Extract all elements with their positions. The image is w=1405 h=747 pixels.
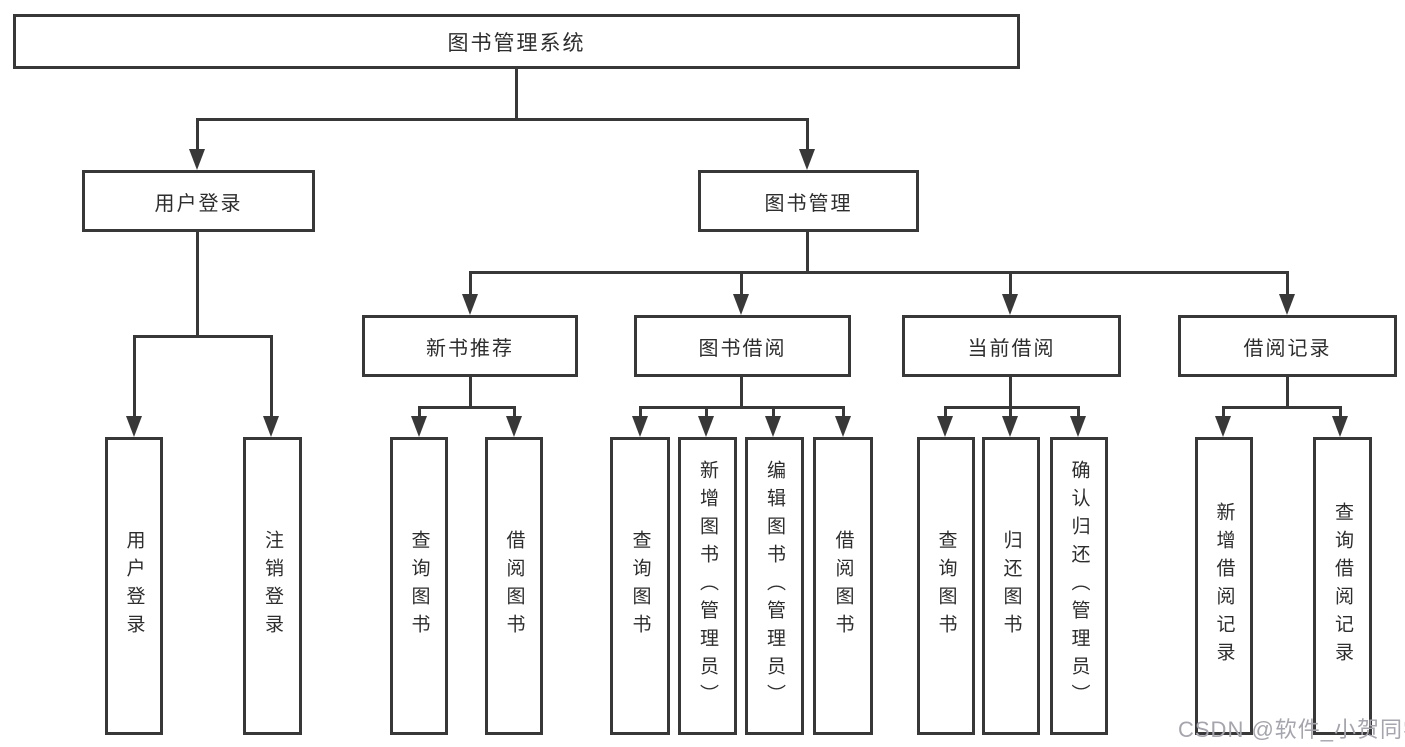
connector-to-leaf	[842, 406, 845, 419]
connector-book-borrow-branch	[639, 406, 845, 409]
connector-book-mgmt-drop	[806, 230, 809, 274]
connector-root-branch	[196, 118, 809, 121]
connector-to-user-login	[196, 118, 199, 154]
connector-to-new-book	[469, 271, 472, 297]
connector-to-book-borrow	[740, 271, 743, 297]
node-user-login: 用户登录	[82, 170, 315, 232]
node-label: 用户登录	[154, 192, 243, 215]
down-arrowhead	[799, 149, 815, 170]
node-label: 图书借阅	[698, 337, 787, 360]
leaf-label: 新增借阅记录	[1213, 502, 1235, 670]
leaf-confirm-return-admin: 确认归还（管理员）	[1050, 437, 1108, 735]
leaf-logout: 注销登录	[243, 437, 302, 735]
connector-to-leaf	[1339, 406, 1342, 419]
down-arrowhead	[937, 416, 953, 437]
connector-to-leaf	[1222, 406, 1225, 419]
connector-to-leaf	[1009, 406, 1012, 419]
leaf-user-login: 用户登录	[105, 437, 163, 735]
leaf-query-books: 查询图书	[917, 437, 975, 735]
leaf-query-borrow-records: 查询借阅记录	[1313, 437, 1372, 735]
connector-root-drop	[515, 66, 518, 118]
node-new-book-recommendation: 新书推荐	[362, 315, 578, 377]
connector-to-leaf	[133, 335, 136, 418]
connector-to-leaf	[772, 406, 775, 419]
connector-book-borrow-drop	[740, 375, 743, 409]
leaf-label: 查询图书	[629, 530, 651, 642]
leaf-query-books: 查询图书	[390, 437, 448, 735]
leaf-borrow-books: 借阅图书	[813, 437, 873, 735]
node-label: 图书管理系统	[447, 31, 586, 55]
down-arrowhead	[835, 416, 851, 437]
leaf-label: 编辑图书（管理员）	[764, 460, 785, 712]
csdn-watermark: CSDN @软件_小贺同学	[1178, 717, 1405, 742]
connector-to-leaf	[705, 406, 708, 419]
connector-to-leaf	[639, 406, 642, 419]
node-label: 图书管理	[764, 192, 853, 215]
down-arrowhead	[1279, 294, 1295, 315]
down-arrowhead	[462, 294, 478, 315]
down-arrowhead	[1002, 294, 1018, 315]
node-label: 当前借阅	[967, 337, 1056, 360]
node-label: 新书推荐	[426, 337, 514, 360]
down-arrowhead	[263, 416, 279, 437]
node-book-management: 图书管理	[698, 170, 919, 232]
connector-user-login-branch	[133, 335, 273, 338]
down-arrowhead	[632, 416, 648, 437]
connector-book-mgmt-branch	[469, 271, 1289, 274]
leaf-add-books-admin: 新增图书（管理员）	[678, 437, 737, 735]
leaf-label: 用户登录	[123, 530, 145, 642]
down-arrowhead	[126, 416, 142, 437]
node-current-borrowing: 当前借阅	[902, 315, 1121, 377]
leaf-add-borrow-record: 新增借阅记录	[1195, 437, 1253, 735]
leaf-edit-books-admin: 编辑图书（管理员）	[745, 437, 804, 735]
leaf-label: 归还图书	[1000, 530, 1022, 642]
down-arrowhead	[765, 416, 781, 437]
connector-current-borrow-drop	[1009, 375, 1012, 409]
connector-to-current-borrow	[1009, 271, 1012, 297]
down-arrowhead	[733, 294, 749, 315]
connector-new-book-branch	[418, 406, 516, 409]
leaf-label: 查询借阅记录	[1332, 502, 1353, 670]
leaf-label: 确认归还（管理员）	[1068, 460, 1090, 712]
down-arrowhead	[1070, 416, 1086, 437]
connector-to-book-management	[806, 118, 809, 154]
connector-to-leaf	[418, 406, 421, 419]
connector-to-leaf	[944, 406, 947, 419]
connector-records-branch	[1222, 406, 1342, 409]
leaf-borrow-books: 借阅图书	[485, 437, 543, 735]
connector-current-borrow-branch	[944, 406, 1080, 409]
leaf-label: 借阅图书	[832, 530, 854, 642]
leaf-label: 借阅图书	[503, 530, 525, 642]
connector-to-leaf	[270, 335, 273, 418]
connector-user-login-drop	[196, 230, 199, 338]
leaf-label: 新增图书（管理员）	[697, 460, 718, 712]
leaf-label: 查询图书	[408, 530, 430, 642]
down-arrowhead	[189, 149, 205, 170]
connector-new-book-drop	[469, 375, 472, 409]
connector-records-drop	[1286, 375, 1289, 409]
node-book-borrowing: 图书借阅	[634, 315, 851, 377]
node-root-library-management-system: 图书管理系统	[13, 14, 1020, 69]
leaf-query-books: 查询图书	[610, 437, 670, 735]
leaf-label: 注销登录	[262, 530, 283, 642]
down-arrowhead	[698, 416, 714, 437]
down-arrowhead	[411, 416, 427, 437]
down-arrowhead	[1002, 416, 1018, 437]
down-arrowhead	[1332, 416, 1348, 437]
down-arrowhead	[506, 416, 522, 437]
connector-to-leaf	[513, 406, 516, 419]
leaf-label: 查询图书	[935, 530, 957, 642]
node-label: 借阅记录	[1243, 337, 1332, 360]
leaf-return-books: 归还图书	[982, 437, 1040, 735]
connector-to-borrow-records	[1286, 271, 1289, 297]
node-borrowing-records: 借阅记录	[1178, 315, 1397, 377]
down-arrowhead	[1215, 416, 1231, 437]
connector-to-leaf	[1077, 406, 1080, 419]
